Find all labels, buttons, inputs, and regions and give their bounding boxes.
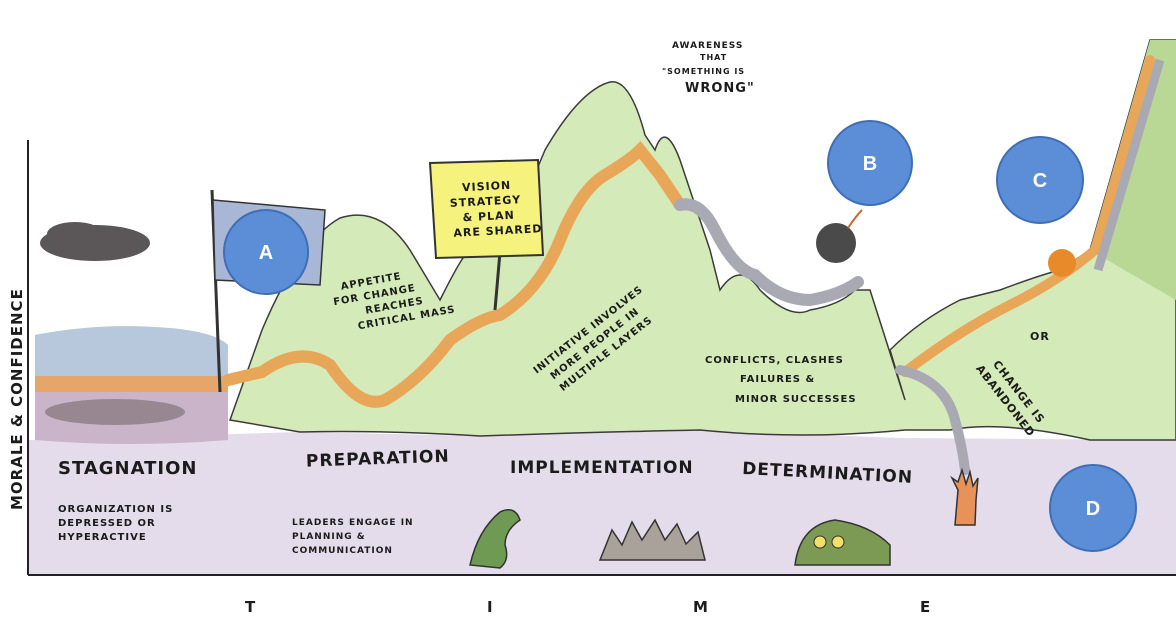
marker-a-label: A [259, 242, 273, 264]
vision-line-2: STRATEGY [450, 193, 522, 210]
stagnation-note-2: DEPRESSED OR [58, 518, 156, 529]
vision-sign [428, 158, 545, 260]
phase-ground-band [28, 430, 1176, 575]
preparation-note-1: LEADERS ENGAGE IN [292, 518, 414, 528]
bomb [816, 223, 856, 263]
drowning-hand [950, 467, 979, 526]
conflicts-line-1: CONFLICTS, CLASHES [705, 355, 844, 366]
monster-head [469, 509, 521, 569]
conflicts-line-2: FAILURES & [740, 374, 815, 385]
awareness-caption: AWARENESS THAT "SOMETHING IS WRONG" [662, 41, 755, 96]
marker-a-circle [223, 209, 309, 295]
sun [1048, 249, 1076, 277]
awareness-line-2: THAT [700, 53, 727, 62]
success-path-grey [1093, 58, 1165, 272]
marker-b-circle [827, 120, 913, 206]
vision-caption: VISION STRATEGY & PLAN ARE SHARED [450, 179, 543, 240]
phase-stagnation: STAGNATION [58, 458, 198, 479]
abandon-path [895, 365, 970, 475]
x-axis-letter-e: E [920, 598, 931, 616]
vision-line-1: VISION [462, 179, 512, 195]
x-axis-letter-t: T [245, 598, 256, 616]
awareness-line-3: "SOMETHING IS [662, 67, 745, 76]
stagnation-note-3: HYPERACTIVE [58, 532, 147, 543]
sign-pole [493, 251, 502, 311]
awareness-line-4: WRONG" [685, 81, 755, 96]
vision-line-4: ARE SHARED [453, 222, 543, 240]
marker-b-label: B [863, 153, 877, 175]
marker-c: C [996, 136, 1084, 224]
success-path [900, 55, 1155, 377]
conflicts-caption: CONFLICTS, CLASHES FAILURES & MINOR SUCC… [705, 355, 857, 405]
marker-c-label: C [1033, 170, 1047, 192]
marker-c-circle [996, 136, 1084, 224]
awareness-line-1: AWARENESS [672, 41, 743, 51]
crocodile-eye-2 [831, 535, 845, 549]
spiky-creature [598, 518, 706, 561]
stagnation-note-1: ORGANIZATION IS [58, 504, 173, 515]
hills [228, 39, 1176, 441]
marker-d-circle [1049, 464, 1137, 552]
x-axis-letter-i: I [487, 598, 494, 616]
marker-a: A [223, 209, 309, 295]
preparation-note-2: PLANNING & [292, 532, 366, 542]
marker-d-label: D [1086, 498, 1100, 520]
mud-puddle [45, 399, 185, 425]
crocodile-eye [813, 535, 827, 549]
stagnation-orange-layer [35, 376, 228, 392]
vision-line-3: & PLAN [462, 209, 515, 225]
marker-d: D [1049, 464, 1137, 552]
change-path-grey [674, 198, 864, 307]
storm-cloud-puff [47, 222, 103, 246]
or-caption: OR [1030, 330, 1050, 343]
y-axis-label: MORALE & CONFIDENCE [8, 288, 26, 510]
marker-b: B [827, 120, 913, 206]
conflicts-line-3: MINOR SUCCESSES [735, 394, 857, 405]
bomb-fuse [847, 209, 863, 229]
change-path-orange [222, 141, 686, 408]
x-axis-letter-m: M [693, 598, 709, 616]
stagnation-water [35, 326, 228, 378]
phase-implementation: IMPLEMENTATION [510, 458, 694, 478]
preparation-note-3: COMMUNICATION [292, 546, 393, 556]
